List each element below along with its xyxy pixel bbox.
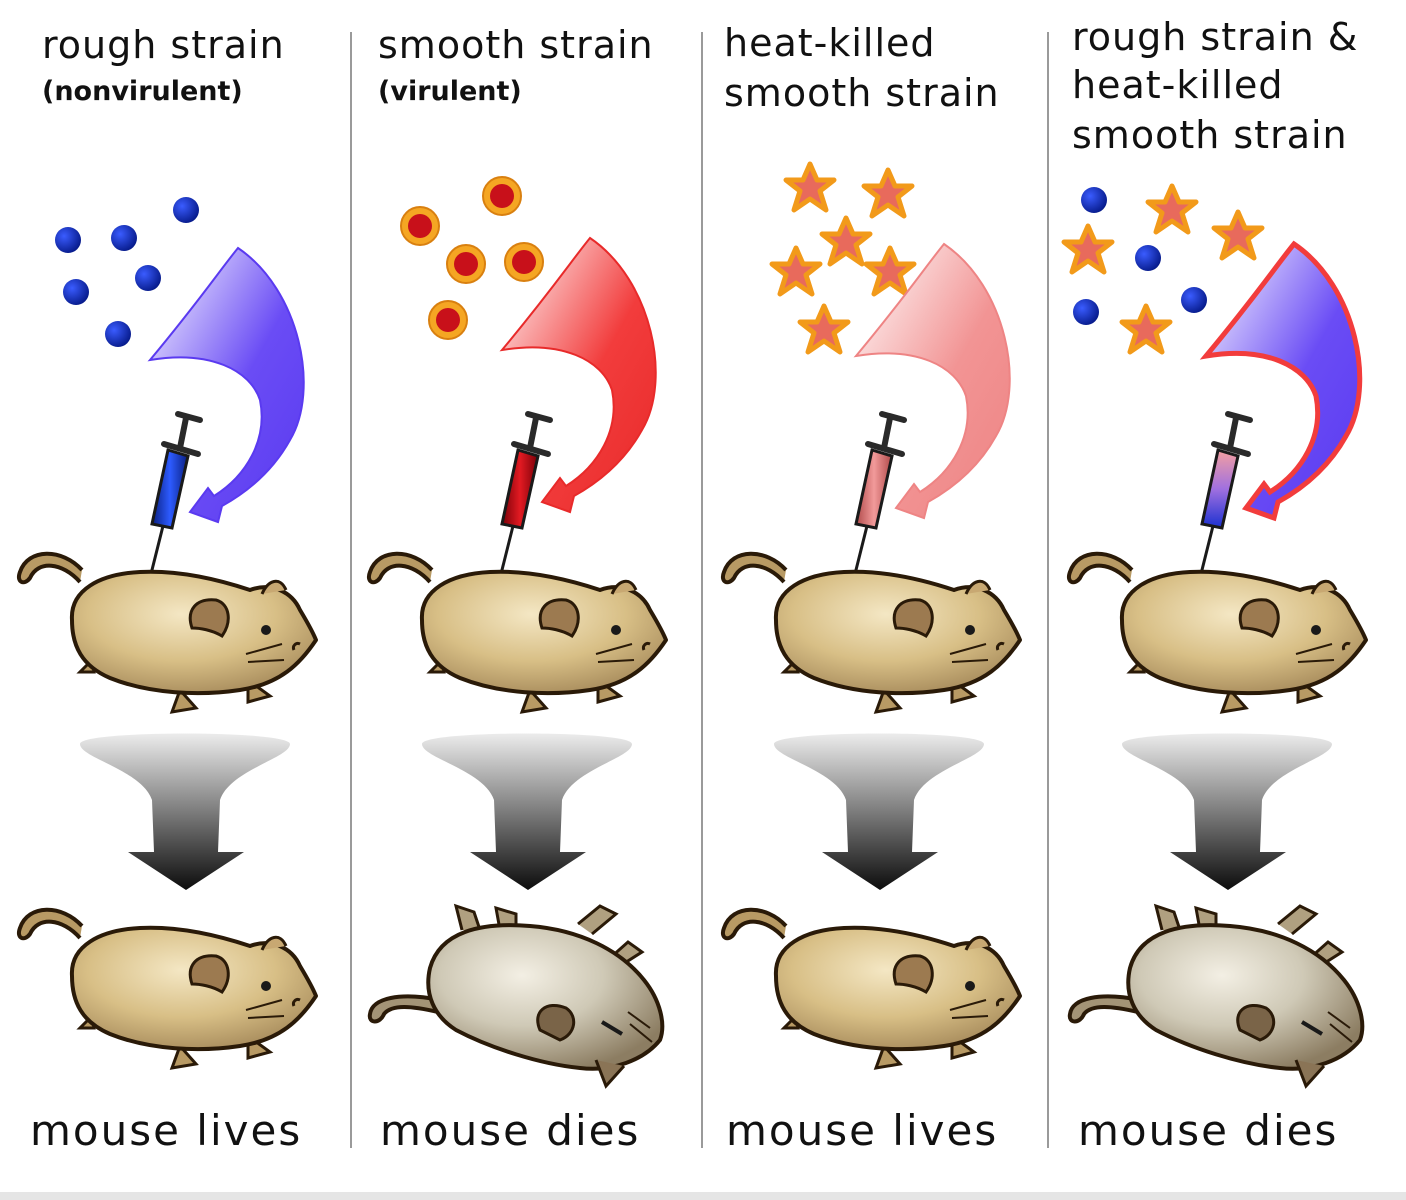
mouse-alive [16,907,318,1070]
syringe-red [500,414,550,578]
mouse-injected [366,551,668,714]
outcome-label: mouse dies [380,1106,640,1155]
outcome-arrow [80,733,290,890]
mouse-injected [16,551,318,714]
panel-title-line: smooth strain [378,23,654,67]
mouse-dead [367,904,665,1088]
panel-rough-strain: rough strain (nonvirulent) mouse lives [16,23,318,1155]
panel-rough-and-heat-killed: rough strain & heat-killed smooth strain… [1064,15,1368,1155]
outcome-label: mouse lives [30,1106,302,1155]
injection-arrow-blue-red [1199,240,1363,522]
outcome-arrow [1122,733,1332,890]
injection-arrow-pink [853,242,1011,520]
panel-title-line: heat-killed [724,21,936,65]
outcome-label: mouse lives [726,1106,998,1155]
syringe-blue [150,414,200,578]
panel-title-line: rough strain [42,23,285,67]
mouse-dead [1067,904,1365,1088]
panel-smooth-strain: smooth strain (virulent) mouse dies [366,23,668,1155]
injection-arrow-blue [147,246,305,524]
bottom-edge [0,1192,1406,1200]
panel-title-line: smooth strain [1072,113,1348,157]
panel-heat-killed-smooth-strain: heat-killed smooth strain mouse lives [720,21,1022,1155]
panel-subtitle: (nonvirulent) [42,76,243,107]
syringe-mixed [1200,414,1250,578]
mouse-alive [720,907,1022,1070]
mouse-injected [1066,551,1368,714]
outcome-label: mouse dies [1078,1106,1338,1155]
injection-arrow-red [499,236,657,514]
smooth-strain-bacteria [400,176,544,340]
panel-title-line: smooth strain [724,71,1000,115]
outcome-arrow [774,733,984,890]
syringe-pink [854,414,904,578]
panel-subtitle: (virulent) [378,76,522,107]
outcome-arrow [422,733,632,890]
mixed-bacteria [1064,186,1262,352]
mouse-injected [720,551,1022,714]
panel-title-line: rough strain & [1072,15,1358,59]
rough-strain-bacteria [55,197,199,347]
panel-title-line: heat-killed [1072,63,1284,107]
